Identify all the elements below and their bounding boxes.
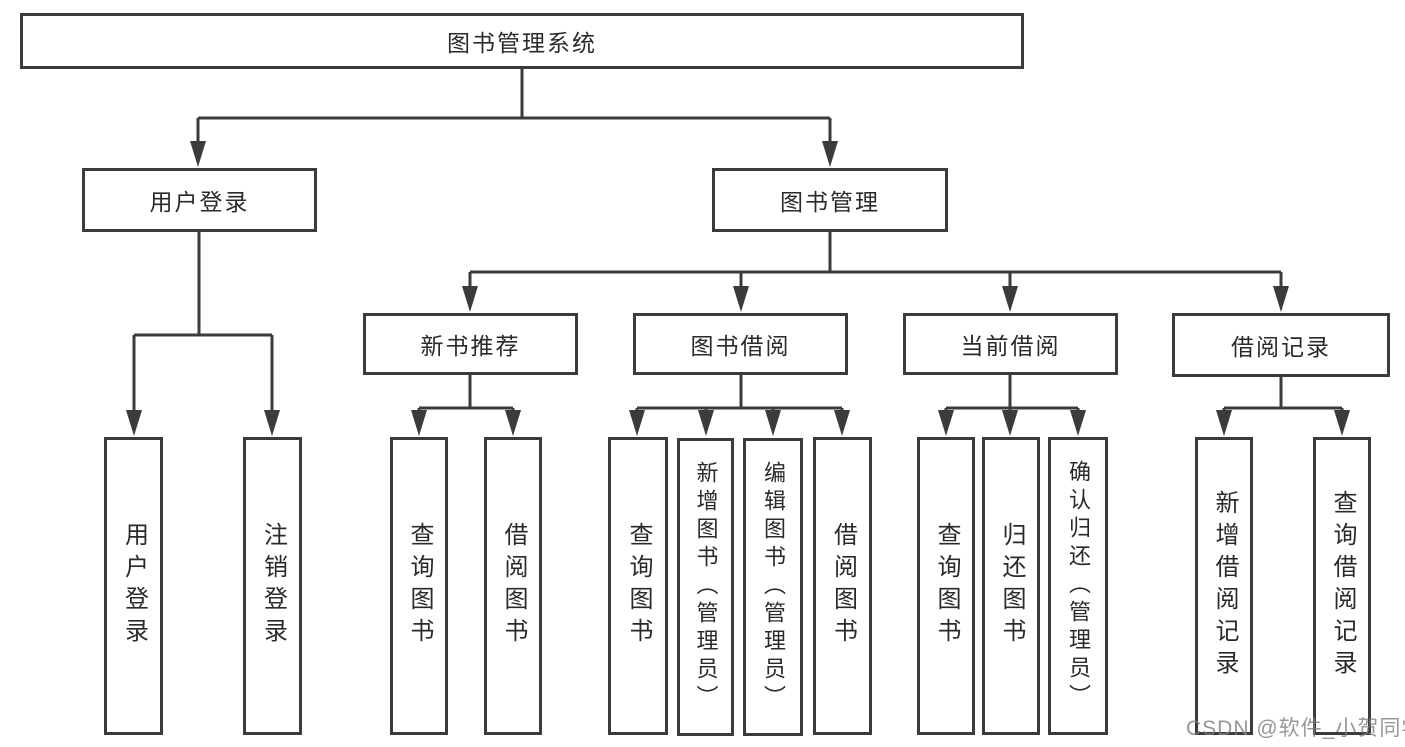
leaf-confirm-return-admin-label: 确认归还（管理员）	[1066, 460, 1091, 712]
leaf-confirm-return-admin: 确认归还（管理员）	[1048, 437, 1108, 735]
leaf-logout: 注销登录	[243, 437, 302, 735]
node-user-login-group-label: 用户登录	[149, 189, 250, 215]
leaf-return-books: 归还图书	[982, 437, 1040, 735]
leaf-recommend-borrow-books-label: 借阅图书	[500, 522, 527, 650]
node-user-login-group: 用户登录	[82, 168, 317, 232]
leaf-user-login-label: 用户登录	[120, 522, 148, 650]
leaf-add-books-admin-label: 新增图书（管理员）	[693, 461, 719, 713]
leaf-logout-label: 注销登录	[259, 522, 287, 650]
arrowheads	[126, 141, 1350, 436]
node-current-borrow-label: 当前借阅	[960, 333, 1061, 359]
leaf-query-borrow-record: 查询借阅记录	[1313, 437, 1371, 735]
node-root-label: 图书管理系统	[447, 30, 597, 56]
leaf-current-query-books-label: 查询图书	[933, 522, 960, 650]
leaf-query-borrow-record-label: 查询借阅记录	[1329, 490, 1356, 682]
node-new-book-recommend-label: 新书推荐	[420, 333, 521, 359]
node-book-borrow-label: 图书借阅	[690, 333, 791, 359]
leaf-recommend-query-books-label: 查询图书	[406, 522, 433, 650]
leaf-edit-books-admin-label: 编辑图书（管理员）	[761, 461, 786, 713]
leaf-recommend-query-books: 查询图书	[390, 437, 448, 735]
csdn-watermark: CSDN @软件_小贺同学	[1186, 717, 1405, 740]
leaf-edit-books-admin: 编辑图书（管理员）	[743, 438, 803, 736]
node-book-borrow: 图书借阅	[633, 313, 848, 375]
leaf-add-books-admin: 新增图书（管理员）	[677, 438, 734, 736]
leaf-borrow-books-label: 借阅图书	[829, 522, 857, 650]
node-current-borrow: 当前借阅	[903, 313, 1118, 375]
leaf-current-query-books: 查询图书	[917, 437, 975, 735]
leaf-recommend-borrow-books: 借阅图书	[484, 437, 542, 735]
leaf-user-login: 用户登录	[104, 437, 163, 735]
leaf-return-books-label: 归还图书	[998, 522, 1025, 650]
node-book-management-label: 图书管理	[780, 189, 880, 215]
node-book-management: 图书管理	[712, 168, 948, 232]
node-root: 图书管理系统	[20, 13, 1024, 69]
leaf-borrow-query-books-label: 查询图书	[625, 522, 652, 650]
leaf-add-borrow-record: 新增借阅记录	[1195, 437, 1253, 735]
leaf-add-borrow-record-label: 新增借阅记录	[1211, 490, 1238, 682]
node-new-book-recommend: 新书推荐	[363, 313, 578, 375]
leaf-borrow-books: 借阅图书	[813, 437, 872, 735]
node-borrow-records: 借阅记录	[1172, 313, 1390, 377]
node-borrow-records-label: 借阅记录	[1231, 334, 1331, 360]
leaf-borrow-query-books: 查询图书	[608, 437, 668, 735]
